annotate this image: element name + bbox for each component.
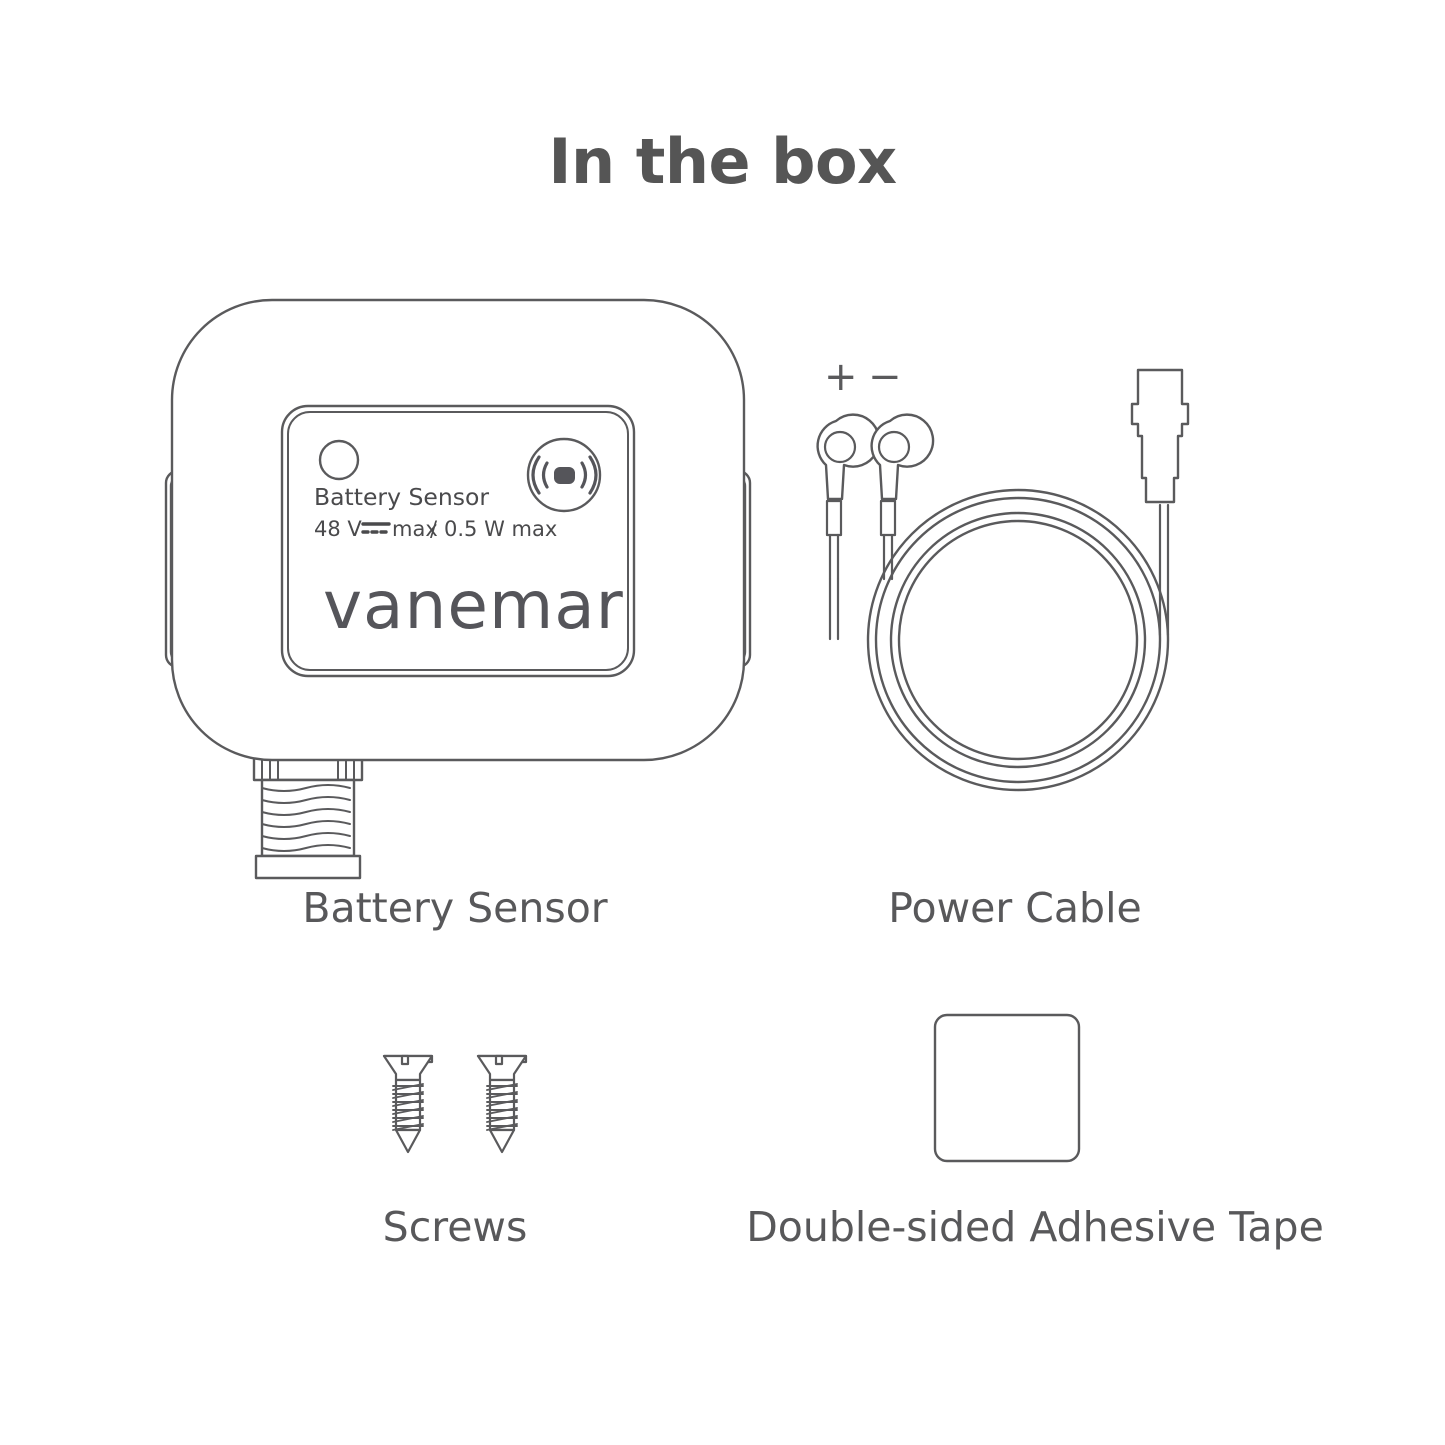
caption-adhesive-tape: Double-sided Adhesive Tape (746, 1203, 1324, 1251)
adhesive-tape-illustration (932, 1012, 1082, 1164)
rating-voltage: 48 V (314, 517, 362, 541)
cable-lead-left (828, 577, 840, 641)
negative-sign-label: − (868, 354, 902, 400)
connector-port (252, 748, 364, 880)
cable-lead-right (1158, 503, 1170, 637)
screw-item (476, 1054, 528, 1154)
rating-power: 0.5 W max (444, 517, 557, 541)
device-product-name: Battery Sensor (314, 483, 489, 511)
brand-wordmark: vanemar (323, 567, 624, 644)
caption-screws: Screws (382, 1203, 528, 1251)
rating-separator: / (430, 517, 438, 541)
cable-coil (866, 488, 1170, 792)
positive-ring-terminal (816, 413, 881, 581)
screw-item (382, 1054, 434, 1154)
battery-sensor-illustration: Battery Sensor 48 V max / 0.5 W max (158, 288, 758, 880)
negative-ring-terminal (870, 413, 935, 581)
caption-battery-sensor: Battery Sensor (302, 884, 608, 932)
rating-voltage-suffix: max (392, 517, 438, 541)
waterproof-connector-plug (1130, 368, 1190, 504)
device-rating-line: 48 V max / 0.5 W max (314, 517, 557, 541)
caption-power-cable: Power Cable (888, 884, 1142, 932)
positive-sign-label: + (824, 354, 858, 400)
adhesive-tape-square (933, 1013, 1081, 1163)
nfc-wireless-icon (526, 437, 602, 513)
screws-illustration (372, 1046, 542, 1181)
led-indicator-icon (318, 439, 360, 481)
power-cable-illustration: + − (800, 352, 1270, 862)
terminal-polarity-labels: + − (824, 354, 902, 400)
page-title: In the box (548, 125, 897, 198)
dc-power-symbol-icon (361, 522, 391, 534)
